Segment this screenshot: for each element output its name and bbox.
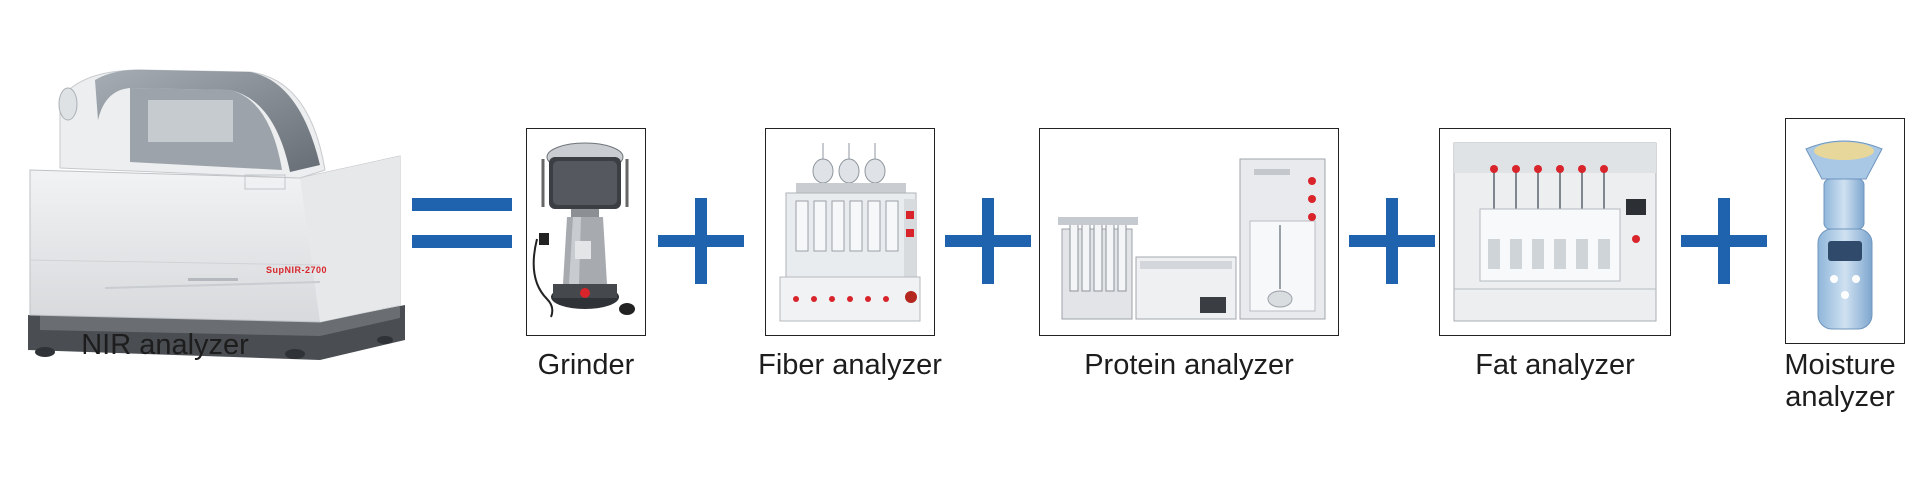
fat-analyzer-frame (1439, 128, 1671, 336)
protein-analyzer-frame (1039, 128, 1339, 336)
equals-bar-top (412, 198, 512, 211)
moisture-analyzer-label: Moisture analyzer (1784, 349, 1896, 413)
nir-brand-text: SupNIR-2700 (266, 265, 328, 275)
moisture-analyzer-frame (1785, 118, 1905, 344)
plus-operator-3 (1349, 198, 1435, 284)
fiber-analyzer-label: Fiber analyzer (758, 349, 942, 381)
plus-operator-1 (658, 198, 744, 284)
plus-operator-2 (945, 198, 1031, 284)
fiber-analyzer-frame (765, 128, 935, 336)
fiber-analyzer-image (779, 143, 921, 322)
equals-operator (410, 190, 515, 260)
nir-analyzer-image (28, 69, 405, 360)
grinder-image (532, 142, 635, 318)
protein-analyzer-label: Protein analyzer (1084, 349, 1294, 381)
grinder-label: Grinder (537, 349, 635, 381)
grinder-frame (526, 128, 646, 336)
equals-bar-bottom (412, 235, 512, 248)
fat-analyzer-label: Fat analyzer (1475, 349, 1635, 381)
nir-analyzer-node: SupNIR-2700 (20, 60, 410, 380)
moisture-analyzer-image (1805, 140, 1883, 330)
plus-operator-4 (1681, 198, 1767, 284)
nir-analyzer-label: NIR analyzer (81, 329, 249, 361)
protein-analyzer-image (1058, 158, 1326, 320)
fat-analyzer-image (1453, 142, 1657, 322)
